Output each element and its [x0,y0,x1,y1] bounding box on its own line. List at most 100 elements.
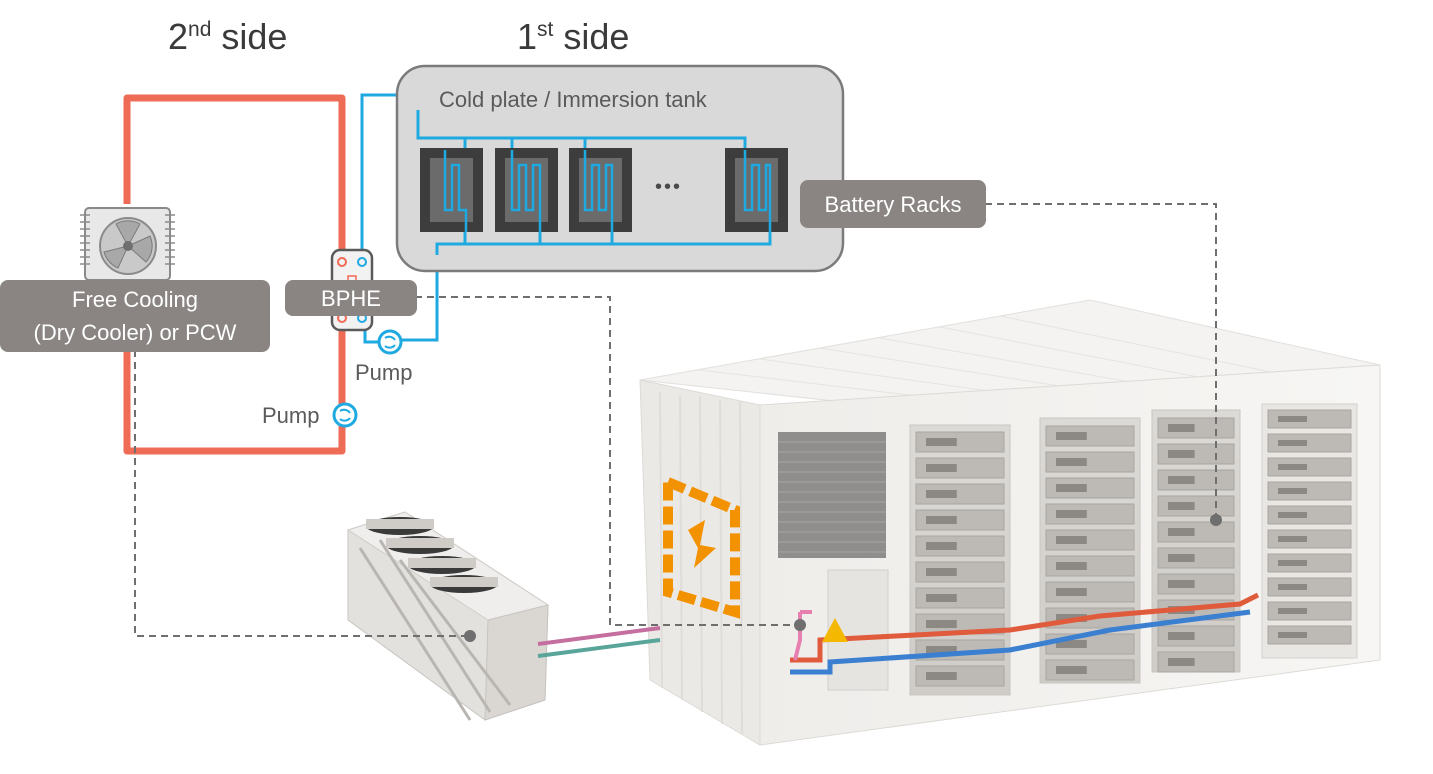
battery-module-display [1278,584,1308,590]
battery-module [1157,573,1235,595]
battery-module [1157,469,1235,491]
battery-module [1267,625,1352,645]
battery-module [1045,425,1135,447]
battery-module-display [1278,416,1308,422]
battery-modules [915,409,1352,687]
cooling-module-3 [569,148,632,232]
secondary-loop [123,94,346,455]
battery-container [639,299,1381,746]
battery-module-display [926,542,957,550]
cooling-module-4 [725,148,788,232]
heading-word: side [221,16,288,57]
battery-module [1157,521,1235,543]
battery-module-display [1056,432,1087,440]
primary-pump-label: Pump [355,360,413,385]
free-cooling-line2: (Dry Cooler) or PCW [33,320,237,345]
battery-module-display [1056,510,1087,518]
battery-module [1157,547,1235,569]
battery-module-display [1278,560,1308,566]
battery-module-display [1168,528,1195,536]
dry-cooler-unit [346,511,661,721]
cold-plate-label: Cold plate / Immersion tank [439,87,707,112]
battery-module [1267,601,1352,621]
battery-module-display [926,464,957,472]
bphe-text: BPHE [321,285,381,311]
leader-endpoint-bphe [794,619,806,631]
cooling-module-1 [420,148,483,232]
battery-module [915,483,1005,505]
heading-number: 1 [517,16,538,57]
battery-module [1267,457,1352,477]
ellipsis-label: ••• [655,176,683,198]
battery-module-display [1278,440,1308,446]
battery-module [1157,625,1235,647]
battery-module [915,431,1005,453]
battery-module [915,509,1005,531]
battery-module-display [1056,536,1087,544]
battery-module [1267,409,1352,429]
battery-module-display [1278,512,1308,518]
battery-module [915,535,1005,557]
battery-module-display [1278,632,1308,638]
pump-icon [377,329,403,355]
battery-module-display [1278,464,1308,470]
battery-module-display [926,568,957,576]
battery-module-display [1168,658,1195,666]
warning-icon [822,618,848,642]
battery-module [1267,529,1352,549]
battery-module-display [1056,458,1087,466]
battery-racks-text: Battery Racks [824,191,962,217]
battery-module [1157,651,1235,673]
battery-module [1267,433,1352,453]
battery-module-display [1168,424,1195,432]
battery-module [1045,477,1135,499]
free-cooling-line1: Free Cooling [72,287,198,312]
battery-module-display [1278,536,1308,542]
battery-module-display [926,620,957,628]
fan-unit-icon [80,207,175,281]
battery-module-display [926,594,957,602]
battery-module [1045,581,1135,603]
battery-module [1267,577,1352,597]
battery-module-display [926,672,957,680]
battery-module-display [1056,640,1087,648]
battery-module [1267,553,1352,573]
battery-racks-label: Battery Racks [800,180,986,228]
battery-module-display [1056,562,1087,570]
battery-module [1267,481,1352,501]
battery-module-display [1168,476,1195,484]
container-logo-icon [663,474,740,619]
battery-module-display [1278,608,1308,614]
vent-panel [778,432,886,558]
battery-module-display [1056,588,1087,596]
battery-module-display [926,516,957,524]
leader-endpoint-drycooler [464,630,476,642]
cooling-module-2 [495,148,558,232]
battery-module-display [1168,502,1195,510]
battery-module-display [926,490,957,498]
battery-module-display [926,438,957,446]
primary-side-heading: 1st side [517,16,629,58]
heading-ordinal: nd [188,18,212,41]
battery-module [1045,503,1135,525]
leader-lines [134,203,1217,637]
battery-module [1045,555,1135,577]
heading-ordinal: st [537,18,554,41]
pump-icon [332,402,358,428]
battery-module-display [1168,554,1195,562]
free-cooling-label: Free Cooling (Dry Cooler) or PCW [0,280,270,352]
battery-module [1045,529,1135,551]
battery-module [915,457,1005,479]
secondary-side-heading: 2nd side [168,16,287,58]
battery-module [1267,505,1352,525]
battery-module-display [1168,450,1195,458]
heading-number: 2 [168,16,189,57]
heading-word: side [563,16,630,57]
battery-module-display [926,646,957,654]
battery-module [915,561,1005,583]
battery-module-display [1056,666,1087,674]
leader-endpoint-racks [1210,514,1222,526]
bphe-label: BPHE [285,280,417,316]
battery-module-display [1278,488,1308,494]
